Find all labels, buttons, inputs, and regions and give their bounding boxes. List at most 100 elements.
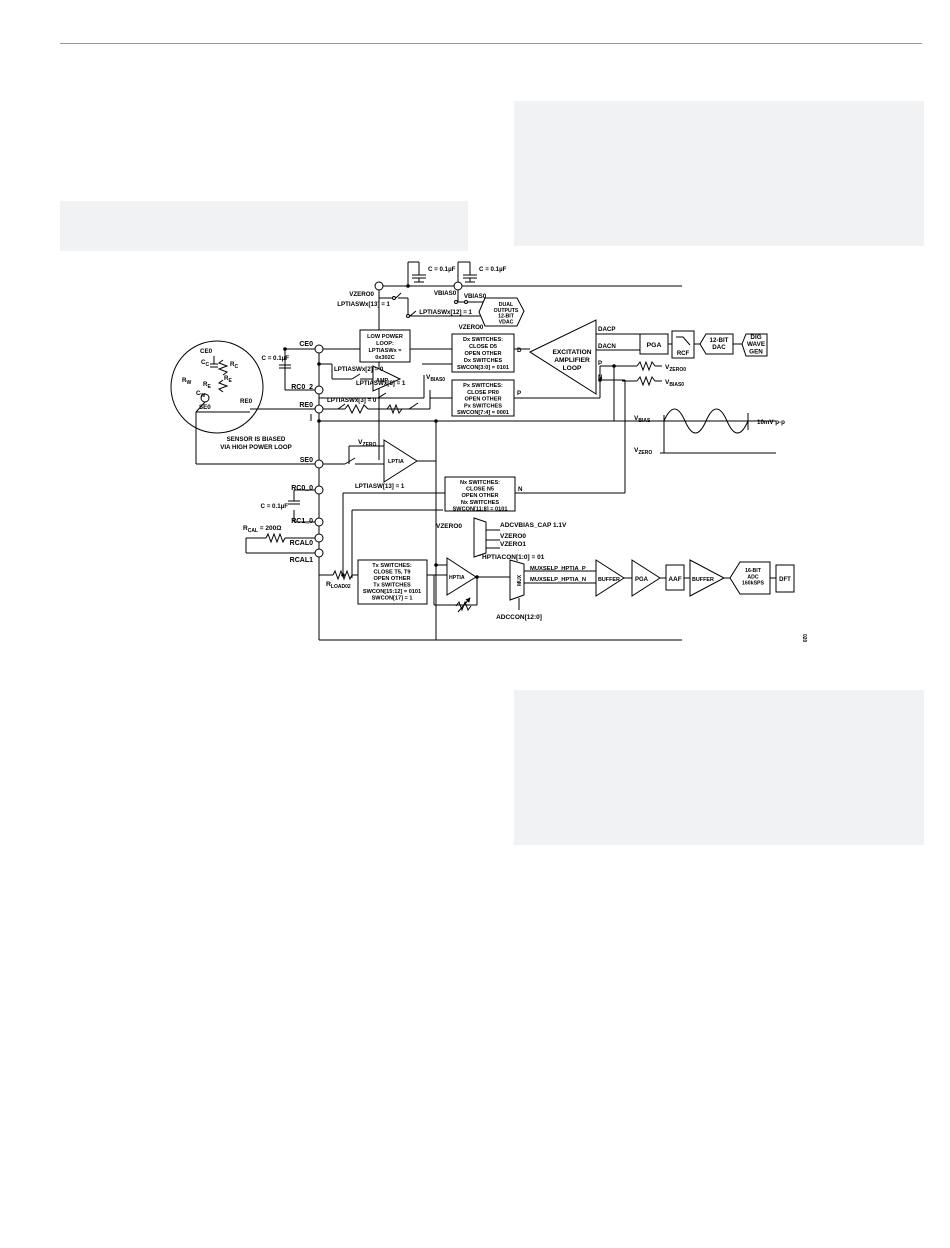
- dac12-block: [699, 333, 734, 355]
- label-rcal1: RCAL1: [290, 557, 313, 564]
- diagram-labels: VZERO0 VBIAS0 C = 0.1µF C = 0.1µF LPTIAS…: [182, 266, 807, 643]
- label-rc0-0: RC0_0: [291, 485, 313, 492]
- dig-wave-gen-block: [741, 333, 768, 357]
- label-dft: DFT: [779, 577, 791, 583]
- label-buffer1: BUFFER: [598, 577, 620, 583]
- figure-id: 020: [801, 634, 807, 643]
- excitation-amplifier-block: [528, 319, 597, 395]
- low-power-loop-text-line: LPTIASWx =: [368, 348, 402, 354]
- pins: [314, 281, 463, 558]
- label-vzero0-inner: VZERO0: [459, 324, 484, 331]
- label-sw13-top: LPTIASWx[13] = 1: [337, 301, 390, 308]
- dx-switches-text-line: OPEN OTHER: [465, 351, 502, 357]
- low-power-loop-text-line: LOOP:: [376, 341, 394, 347]
- dac12-text-line: DAC: [712, 344, 726, 351]
- adc16-text-line: 160kSPS: [742, 581, 764, 587]
- wires: [195, 261, 776, 641]
- label-re-inner: RE: [203, 381, 211, 390]
- label-muxselp: MUXSELP_HPTIA_P: [530, 566, 586, 572]
- label-vzero0-list: VZERO0: [500, 533, 526, 540]
- tx-switches-text-line: Tx SWITCHES: [373, 583, 411, 589]
- dual-outputs-text-line: OUTPUTS: [494, 308, 519, 314]
- label-dacp: DACP: [598, 326, 616, 333]
- capacitors: [279, 274, 477, 505]
- low-power-loop-text-line: 0x302C: [375, 355, 395, 361]
- label-d-pin: D: [517, 347, 522, 354]
- tx-switches-text-line: OPEN OTHER: [374, 576, 411, 582]
- hptia-symbol: [436, 557, 477, 596]
- adc16-block: [729, 561, 771, 595]
- label-lptia: LPTIA: [388, 459, 404, 465]
- label-buffer2: BUFFER: [692, 577, 714, 583]
- px-switches-text-line: Px SWITCHES:: [463, 383, 503, 389]
- adc16-text-line: 16-BIT: [745, 568, 762, 574]
- label-hptia: HPTIA: [449, 575, 465, 581]
- label-lptiasw13: LPTIASW[13] = 1: [355, 483, 405, 490]
- tx-switches-text-line: SWCON[17] = 1: [372, 596, 413, 602]
- label-sw12: LPTIASWx[12] = 1: [419, 309, 472, 316]
- label-vbias0-inner: VBIAS0: [464, 293, 487, 300]
- nx-switches-text-line: Nx SWITCHES: [461, 500, 499, 506]
- label-sw2: LPTIASWx[2] = 0: [334, 366, 384, 373]
- label-vzero0-top: VZERO0: [349, 291, 374, 298]
- pga-text-line: PGA: [647, 342, 662, 349]
- label-aaf: AAF: [668, 576, 681, 583]
- label-cap-low: C = 0.1µF: [261, 503, 289, 510]
- label-n-pin2: N: [518, 486, 523, 493]
- label-vzero1-list: VZERO1: [500, 541, 526, 548]
- label-rc-sensor: RC: [230, 361, 238, 370]
- aaf-block: [665, 564, 685, 591]
- redacted-text-block-top-left: [60, 201, 468, 251]
- label-rw-sensor: RW: [182, 377, 191, 386]
- label-sw8: LPTIASWx[8] = 1: [356, 380, 406, 387]
- label-cap-top1: C = 0.1µF: [428, 266, 456, 273]
- label-vbias-wave: VBIAS: [634, 415, 651, 424]
- header-rule: [60, 43, 922, 44]
- dft-block: [775, 564, 795, 593]
- label-re0-pin: RE0: [299, 402, 313, 409]
- label-rload: RLOAD02: [326, 581, 351, 590]
- label-p-pin: P: [517, 390, 521, 397]
- label-mux: MUX: [517, 574, 523, 586]
- label-adcvbias: ADCVBIAS_CAP 1.1V: [500, 522, 567, 529]
- px-switches-block: [451, 379, 515, 417]
- lptia-symbol: [383, 439, 418, 483]
- label-hptiacon: HPTIACON[1:0] = 01: [482, 554, 545, 561]
- tx-switches-text-line: CLOSE T5, T9: [374, 570, 411, 576]
- label-ce0-sensor: CE0: [200, 348, 213, 355]
- vbias-sine-wave: [663, 408, 749, 434]
- hptia-input-mux: [473, 517, 487, 558]
- label-se0-pin: SE0: [300, 457, 313, 464]
- buffer1-block: [595, 559, 625, 597]
- label-sw3: LPTIASWx[3] = 0: [327, 397, 377, 404]
- redacted-text-block-top-right: [514, 101, 924, 246]
- dx-switches-text-line: CLOSE D5: [469, 344, 497, 350]
- label-vbias0-amp: VBIAS0: [426, 374, 445, 383]
- nx-switches-block: [444, 476, 516, 512]
- rcf-text-line: RCF: [677, 351, 690, 357]
- nx-switches-text-line: OPEN OTHER: [462, 493, 499, 499]
- label-pga2: PGA: [635, 577, 649, 583]
- label-rcal0: RCAL0: [290, 540, 313, 547]
- label-rc1-0: RC1_0: [291, 518, 313, 525]
- label-vzero-lptia: VZERO: [358, 439, 377, 448]
- label-sensor-line2: VIA HIGH POWER LOOP: [220, 444, 292, 451]
- label-ce0: CE0: [299, 341, 313, 348]
- tx-switches-text-line: Tx SWITCHES:: [372, 563, 412, 569]
- label-adccon: ADCCON[12:0]: [496, 614, 542, 621]
- label-cap-mid: C = 0.1µF: [262, 355, 290, 362]
- label-amplitude: 10mV p-p: [757, 419, 785, 426]
- label-vzero-wave: VZERO: [634, 447, 652, 456]
- px-switches-text-line: Px SWITCHES: [464, 403, 502, 409]
- dx-switches-text-line: SWCON[3:0] = 0101: [457, 365, 509, 371]
- dual-outputs-vdac-block: [478, 297, 525, 327]
- junction-dots: [283, 284, 616, 579]
- label-cc-sensor: CC: [201, 359, 209, 368]
- nx-switches-text-line: SWCON[11:8] = 0101: [453, 506, 508, 512]
- pga2-block: [631, 559, 661, 597]
- label-re-sensor: RE: [224, 375, 232, 384]
- redacted-text-block-bottom-right: [514, 690, 924, 845]
- dual-outputs-text-line: VDAC: [499, 319, 514, 325]
